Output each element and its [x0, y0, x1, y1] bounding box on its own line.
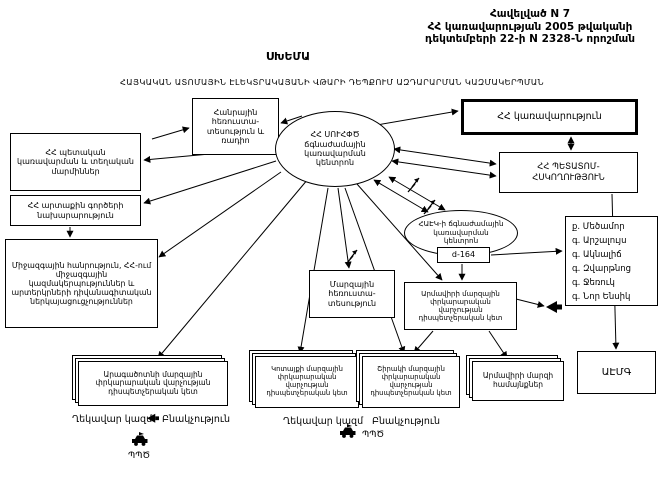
node-foreign-affairs-ministry: ՀՀ արտաքին գործերի նախարարություն	[10, 195, 141, 226]
node-international-organizations: Միջազգային հանրություն, ՀՀ-ում միջազգայի…	[5, 239, 158, 328]
connector-line	[151, 126, 190, 140]
connector-line	[337, 187, 352, 269]
node-state-local-bodies: ՀՀ պետական կառավարման և տեղական մարմիննե…	[10, 133, 141, 191]
node-d164: d-164	[437, 247, 490, 263]
scheme-subtitle: ՀԱՅԿԱԿԱՆ ԱՏՈՄԱՅԻՆ ԷԼԵԿՏՐԱԿԱՅԱՆԻ ՎԹԱՐԻ ԴԵ…	[120, 77, 544, 87]
node-crisis-management-center: ՀՀ ՍՈՒՀՓԾ ճգնաժամային կառավարման կենտրոն	[275, 111, 395, 187]
loudspeaker-icon	[546, 301, 562, 313]
node-state-atomic-supervision: ՀՀ ՊԵՏԱՏՈՄ-ՀՍԿՈՂՈՒԹՅՈՒՆ	[499, 152, 638, 193]
connector-line	[388, 176, 446, 211]
appendix-government-line: ՀՀ կառավարության 2005 թվականի	[427, 20, 633, 33]
leadership-label-left: Ղեկավար կազմ	[72, 414, 153, 425]
population-label-middle: Բնակչություն	[372, 416, 441, 427]
connector-line	[370, 108, 459, 129]
node-public-tv-radio: Հանրային հեռուստա-տեսություն և ռադիո	[192, 98, 279, 155]
node-iaea: ԱԷՄԳ	[577, 351, 656, 394]
connector-line	[488, 330, 508, 359]
node-aragatsotn-dispatch-stack: Արագածոտնի մարզային փրկարարական վարչությ…	[72, 355, 228, 406]
node-kotayk-dispatch-point: Կոտայքի մարզային փրկարարական վարչության …	[255, 356, 359, 408]
patrol-service-label-left: ՊՊԾ	[128, 451, 151, 461]
settlement-item: գ. Ակնալիճ	[572, 250, 622, 260]
node-kotayk-dispatch-stack: Կոտայքի մարզային փրկարարական վարչության …	[249, 350, 359, 408]
connector-line	[143, 160, 277, 205]
connector-line	[157, 178, 309, 359]
node-government: ՀՀ կառավարություն	[461, 99, 638, 135]
appendix-number: Հավելված N 7	[489, 8, 571, 20]
settlement-item: ք. Մեծամոր	[572, 222, 625, 232]
node-shirak-dispatch-point: Շիրակի մարզային փրկարարական վարչության դ…	[362, 356, 460, 408]
leadership-label-middle: Ղեկավար կազմ	[283, 416, 364, 427]
population-label-left: Բնակչություն	[162, 414, 231, 425]
appendix-header: Հավելված N 7 ՀՀ կառավարության 2005 թվակա…	[402, 8, 658, 46]
connector-line	[490, 247, 563, 256]
scheme-title: ՍԽԵՄԱ	[265, 50, 311, 63]
settlement-item: գ. Նոր Ենսիկ	[572, 292, 631, 302]
node-armavir-communities-stack: Արմավիրի մարզի համայնքներ	[466, 355, 564, 401]
connector-line	[393, 146, 497, 167]
node-regional-tv: Մարզային հեռուստա-տեսություն	[309, 270, 395, 318]
settlement-item: գ. Զվարթնոց	[572, 264, 632, 274]
connector-line	[391, 158, 497, 179]
patrol-service-label-middle: ՊՊԾ	[362, 430, 385, 440]
lightning-icon	[407, 177, 420, 193]
lightning-icon	[345, 249, 358, 265]
node-aragatsotn-dispatch-point: Արագածոտնի մարզային փրկարարական վարչությ…	[78, 361, 228, 406]
connector-line	[515, 298, 545, 308]
settlement-item: գ. Արշալույս	[572, 236, 627, 246]
connector-line	[158, 171, 282, 258]
node-shirak-dispatch-stack: Շիրակի մարզային փրկարարական վարչության դ…	[356, 350, 460, 408]
settlement-item: գ. Ջեռուկ	[572, 278, 615, 288]
appendix-decision-line: դեկտեմբերի 22-ի N 2328-Ն որոշման	[424, 33, 636, 45]
patrol-car-icon	[132, 432, 148, 446]
node-armavir-communities: Արմավիրի մարզի համայնքներ	[472, 361, 564, 401]
connector-line	[373, 179, 429, 213]
node-armavir-dispatch-point: Արմավիրի մարզային փրկարարական վարչության…	[404, 282, 517, 330]
node-settlements-list: ք. Մեծամոր գ. Արշալույս գ. Ակնալիճ գ. Զվ…	[565, 216, 658, 306]
